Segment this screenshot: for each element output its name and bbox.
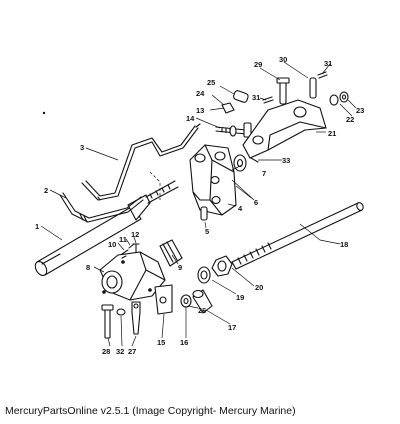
sleeve-part[interactable] bbox=[233, 90, 249, 103]
link-plate-part[interactable] bbox=[242, 99, 327, 159]
spring-clip-part[interactable] bbox=[250, 157, 259, 163]
screw-part[interactable] bbox=[121, 249, 129, 259]
washer-part[interactable] bbox=[229, 125, 237, 137]
label-15: 15 bbox=[157, 338, 165, 347]
label-12: 12 bbox=[131, 230, 139, 239]
key-part[interactable] bbox=[131, 301, 141, 335]
stray-dot bbox=[42, 111, 46, 115]
label-31-upper: 31 bbox=[324, 59, 332, 68]
steering-bracket-part[interactable] bbox=[189, 144, 237, 216]
label-5: 5 bbox=[205, 227, 209, 236]
label-26: 26 bbox=[198, 306, 206, 315]
label-1: 1 bbox=[35, 222, 39, 231]
stud-part[interactable] bbox=[276, 77, 290, 105]
bolt-part[interactable] bbox=[215, 122, 252, 138]
cable-shaft-part[interactable] bbox=[231, 202, 364, 270]
label-17: 17 bbox=[228, 323, 236, 332]
label-11: 11 bbox=[119, 235, 127, 244]
exploded-parts-diagram: 1 2 3 4 5 6 7 8 9 10 11 12 13 14 15 16 1… bbox=[33, 55, 364, 356]
image-caption: MercuryPartsOnline v2.5.1 (Image Copyrig… bbox=[5, 405, 296, 417]
long-bolt-part[interactable] bbox=[101, 304, 114, 339]
bent-tube-part[interactable] bbox=[59, 192, 144, 223]
lock-nut-part[interactable] bbox=[329, 94, 339, 106]
jam-nut-part[interactable] bbox=[211, 255, 233, 277]
clevis-pin-part[interactable] bbox=[309, 77, 317, 99]
label-21: 21 bbox=[328, 129, 336, 138]
screw-small-part[interactable] bbox=[128, 243, 135, 249]
nut-part[interactable] bbox=[221, 102, 235, 114]
leader-lines bbox=[40, 61, 357, 347]
label-14: 14 bbox=[186, 114, 195, 123]
grease-fitting-part[interactable] bbox=[132, 243, 140, 253]
lock-washer-part[interactable] bbox=[116, 308, 126, 316]
label-8: 8 bbox=[86, 263, 90, 272]
ring-part[interactable] bbox=[197, 266, 211, 284]
label-6: 6 bbox=[254, 198, 258, 207]
long-bent-tube-part[interactable] bbox=[81, 123, 201, 201]
label-27: 27 bbox=[128, 347, 136, 356]
label-7: 7 bbox=[262, 169, 266, 178]
flat-washer-part[interactable] bbox=[180, 294, 192, 308]
label-9: 9 bbox=[178, 263, 182, 272]
assembly-guide-line bbox=[149, 171, 161, 200]
label-33: 33 bbox=[282, 156, 290, 165]
gear-housing-part[interactable] bbox=[99, 251, 166, 301]
label-13: 13 bbox=[196, 106, 204, 115]
label-22: 22 bbox=[346, 115, 354, 124]
label-25: 25 bbox=[207, 78, 215, 87]
label-29: 29 bbox=[254, 60, 262, 69]
washer-right-part[interactable] bbox=[339, 91, 349, 103]
label-18: 18 bbox=[340, 240, 348, 249]
label-24: 24 bbox=[196, 89, 205, 98]
gear-part[interactable] bbox=[159, 239, 183, 267]
label-2: 2 bbox=[44, 186, 48, 195]
label-3: 3 bbox=[80, 143, 84, 152]
steering-tube-part[interactable] bbox=[33, 180, 179, 277]
label-31-lower: 31 bbox=[252, 93, 260, 102]
cotter-pin-lower[interactable] bbox=[262, 96, 274, 104]
cap-part[interactable] bbox=[192, 289, 213, 314]
pin-part[interactable] bbox=[200, 206, 208, 221]
label-20: 20 bbox=[255, 283, 263, 292]
label-30: 30 bbox=[279, 55, 287, 64]
label-19: 19 bbox=[236, 293, 244, 302]
clamp-bracket-part[interactable] bbox=[154, 284, 173, 315]
label-32: 32 bbox=[116, 347, 124, 356]
label-23: 23 bbox=[356, 106, 364, 115]
label-16: 16 bbox=[180, 338, 188, 347]
label-28: 28 bbox=[102, 347, 110, 356]
part-number-labels: 1 2 3 4 5 6 7 8 9 10 11 12 13 14 15 16 1… bbox=[35, 55, 364, 356]
label-10: 10 bbox=[108, 240, 116, 249]
bushing-part[interactable] bbox=[233, 154, 247, 172]
label-4: 4 bbox=[238, 204, 243, 213]
